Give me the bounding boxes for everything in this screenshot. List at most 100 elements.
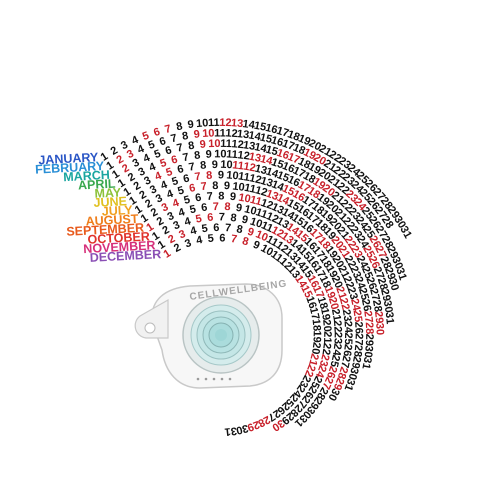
month-label-july: JULY — [101, 203, 133, 219]
day-may-7: 7 — [188, 161, 196, 174]
day-august-28: 28 — [351, 344, 364, 358]
month-label-august: AUGUST — [85, 212, 139, 229]
day-january-23: 23 — [336, 155, 353, 172]
day-april-25: 25 — [360, 224, 377, 241]
day-november-22: 22 — [319, 342, 332, 356]
day-january-20: 20 — [307, 137, 323, 153]
day-july-6: 6 — [188, 182, 196, 195]
day-february-27: 27 — [372, 205, 389, 222]
day-august-4: 4 — [171, 197, 181, 211]
day-february-2: 2 — [115, 153, 126, 166]
day-april-19: 19 — [311, 176, 328, 193]
day-october-10: 10 — [248, 216, 263, 231]
day-august-8: 8 — [218, 190, 224, 202]
day-may-5: 5 — [165, 166, 174, 179]
day-september-27: 27 — [338, 354, 352, 368]
day-march-4: 4 — [142, 151, 153, 165]
day-february-10: 10 — [202, 127, 215, 140]
device-loop-hole — [144, 322, 156, 334]
day-september-8: 8 — [224, 201, 231, 213]
day-july-26: 26 — [359, 298, 373, 312]
day-december-7: 7 — [230, 233, 238, 246]
day-july-10: 10 — [232, 180, 246, 193]
day-december-9: 9 — [251, 239, 261, 252]
day-january-1: 1 — [99, 150, 111, 163]
day-august-9: 9 — [229, 191, 236, 204]
day-november-20: 20 — [320, 319, 333, 332]
device-lens-center — [215, 329, 227, 341]
day-november-1: 1 — [156, 239, 168, 252]
day-february-28: 28 — [379, 214, 396, 231]
day-april-14: 14 — [259, 153, 275, 168]
day-december-5: 5 — [207, 233, 214, 246]
day-october-6: 6 — [207, 212, 214, 224]
day-november-3: 3 — [177, 228, 187, 241]
day-april-26: 26 — [367, 234, 384, 251]
day-january-19: 19 — [296, 132, 312, 148]
day-november-9: 9 — [246, 226, 255, 239]
day-june-17: 17 — [300, 194, 317, 211]
day-june-28: 28 — [370, 299, 384, 313]
day-march-2: 2 — [120, 162, 131, 175]
day-june-1: 1 — [127, 194, 139, 207]
day-october-27: 27 — [319, 375, 335, 391]
day-january-13: 13 — [231, 117, 244, 130]
day-december-2: 2 — [172, 241, 183, 254]
day-april-17: 17 — [291, 165, 307, 181]
month-label-december: DECEMBER — [89, 247, 161, 265]
day-september-23: 23 — [340, 309, 354, 323]
day-november-27: 27 — [295, 393, 312, 410]
day-july-28: 28 — [363, 322, 376, 335]
day-september-12: 12 — [264, 210, 280, 226]
device-indicator-dots — [196, 377, 232, 381]
day-august-19: 19 — [323, 244, 340, 261]
day-march-20: 20 — [316, 167, 333, 184]
day-november-5: 5 — [201, 223, 209, 236]
day-january-4: 4 — [130, 134, 141, 148]
day-may-15: 15 — [275, 169, 291, 185]
day-august-16: 16 — [299, 219, 316, 236]
day-february-6: 6 — [158, 135, 167, 148]
day-september-30: 30 — [325, 386, 341, 402]
day-february-17: 17 — [280, 138, 296, 153]
day-january-16: 16 — [264, 122, 279, 137]
day-february-16: 16 — [270, 134, 285, 149]
day-april-5: 5 — [159, 157, 169, 170]
day-april-29: 29 — [382, 266, 397, 282]
day-february-8: 8 — [181, 130, 189, 143]
day-may-12: 12 — [242, 161, 256, 175]
day-may-28: 28 — [375, 276, 390, 291]
day-october-13: 13 — [279, 230, 296, 247]
day-january-12: 12 — [219, 117, 232, 129]
day-october-7: 7 — [219, 211, 225, 223]
day-july-8: 8 — [212, 180, 218, 192]
day-march-29: 29 — [384, 244, 400, 260]
day-july-29: 29 — [363, 334, 375, 347]
day-august-20: 20 — [329, 254, 346, 271]
day-january-29: 29 — [385, 204, 402, 221]
day-march-10: 10 — [208, 138, 221, 150]
day-september-5: 5 — [189, 203, 198, 216]
day-july-9: 9 — [224, 180, 231, 192]
day-march-7: 7 — [176, 142, 185, 155]
day-december-4: 4 — [195, 234, 204, 247]
day-december-29: 29 — [245, 418, 261, 433]
month-label-november: NOVEMBER — [83, 238, 156, 256]
day-october-22: 22 — [331, 320, 344, 333]
day-january-8: 8 — [175, 120, 183, 133]
day-may-13: 13 — [254, 163, 269, 178]
day-may-9: 9 — [212, 159, 218, 171]
day-september-25: 25 — [342, 332, 354, 345]
day-may-8: 8 — [200, 159, 207, 172]
day-may-25: 25 — [360, 244, 376, 261]
day-december-27: 27 — [266, 407, 283, 424]
day-december-22: 22 — [302, 363, 318, 379]
day-may-29: 29 — [378, 288, 393, 303]
day-august-6: 6 — [194, 192, 202, 205]
day-march-19: 19 — [306, 161, 323, 177]
day-august-31: 31 — [342, 377, 358, 393]
day-june-22: 22 — [342, 234, 359, 251]
day-march-11: 11 — [220, 138, 232, 150]
day-september-29: 29 — [331, 376, 347, 392]
